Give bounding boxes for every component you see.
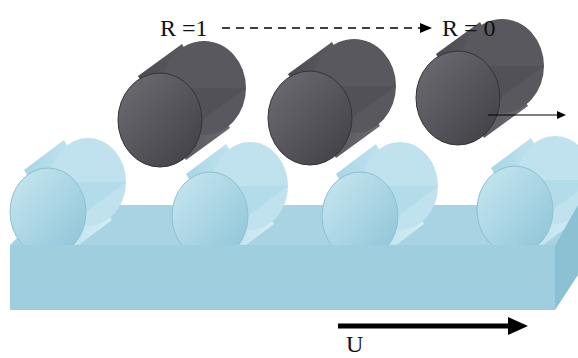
ratio-label: R =1 xyxy=(160,16,208,40)
ratio-label: R = 0 xyxy=(442,16,496,40)
velocity-label: U xyxy=(346,332,363,356)
